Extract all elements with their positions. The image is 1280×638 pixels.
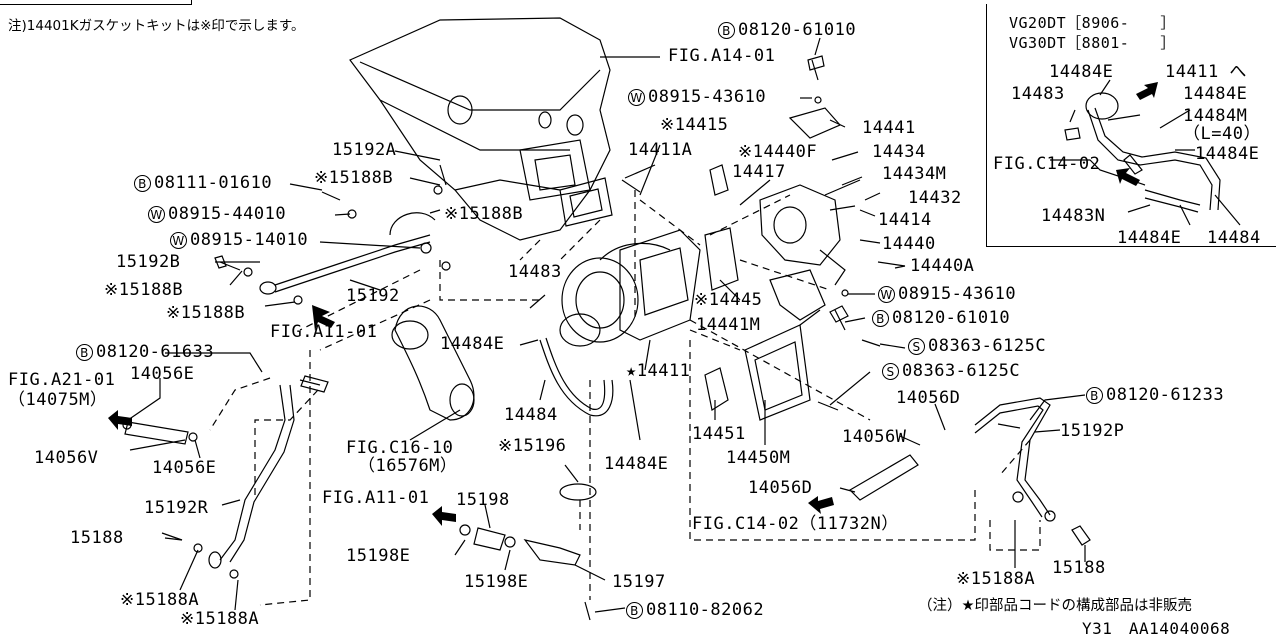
- label-fig-a11-01-a: FIG.A11-01: [270, 322, 378, 342]
- inset-part-14484E-b: 14484E: [1183, 84, 1248, 104]
- bolt-icon: B: [76, 344, 93, 361]
- label-part-15198E-2: 15198E: [464, 572, 529, 592]
- label-part-14484E-2: 14484E: [604, 454, 669, 474]
- label-part-15188A-1: ※15188A: [956, 569, 1036, 589]
- label-part-15188-1: 15188: [70, 528, 124, 548]
- label-part-14414: 14414: [878, 210, 932, 230]
- variant-inset: VG20DT［8906- ］ VG30DT［8801- ］ 14484E 144…: [986, 4, 1276, 247]
- inset-part-14484M-length: （L=40）: [1183, 124, 1261, 144]
- label-part-14056E-1: 14056E: [130, 364, 195, 384]
- inset-fig-c14-02: FIG.C14-02: [993, 154, 1101, 174]
- non-sale-note: （注）★印部品コードの構成部品は非販売: [918, 598, 1192, 614]
- label-part-14056D-1: 14056D: [896, 388, 961, 408]
- label-fig-a21-01: FIG.A21-01: [8, 370, 116, 390]
- inset-part-14484: 14484: [1207, 228, 1261, 248]
- label-fig-a14-01: FIG.A14-01: [668, 46, 776, 66]
- screw-icon: S: [882, 363, 899, 380]
- label-part-14432: 14432: [908, 188, 962, 208]
- label-part-15188A-3: ※15188A: [180, 609, 260, 629]
- label-part-14056W: 14056W: [842, 427, 907, 447]
- label-part-14411A: 14411A: [628, 140, 693, 160]
- washer-icon: W: [148, 206, 165, 223]
- figure-id: Y31 AA14040068: [1082, 619, 1231, 638]
- label-part-14445: ※14445: [694, 290, 763, 310]
- screw-icon: S: [908, 338, 925, 355]
- label-part-14440: 14440: [882, 234, 936, 254]
- gasket-kit-note: 注)14401Kガスケットキットは※印で示します。: [8, 18, 305, 34]
- washer-icon: W: [170, 232, 187, 249]
- label-part-15196: ※15196: [498, 436, 567, 456]
- label-part-14483: 14483: [508, 262, 562, 282]
- label-part-15192A: 15192A: [332, 140, 397, 160]
- label-part-15188A-2: ※15188A: [120, 590, 200, 610]
- label-part-15192R: 15192R: [144, 498, 209, 518]
- inset-part-14484E-c: 14484E: [1195, 144, 1260, 164]
- label-part-14451: 14451: [692, 424, 746, 444]
- label-part-14440F: ※14440F: [738, 142, 818, 162]
- label-part-14434: 14434: [872, 142, 926, 162]
- label-part-14440A: 14440A: [910, 256, 975, 276]
- label-part-15192B: 15192B: [116, 252, 181, 272]
- label-part-14056E-2: 14056E: [152, 458, 217, 478]
- label-fig-a11-01-b: FIG.A11-01: [322, 488, 430, 508]
- label-part-15188-2: 15188: [1052, 558, 1106, 578]
- bolt-icon: B: [872, 310, 889, 327]
- inset-part-14411: 14411 へ: [1165, 62, 1247, 82]
- label-part-14484E-1: 14484E: [440, 334, 505, 354]
- bolt-icon: B: [626, 602, 643, 619]
- inset-part-14483: 14483: [1011, 84, 1065, 104]
- label-part-14056V: 14056V: [34, 448, 99, 468]
- label-part-16576M: （16576M）: [358, 456, 458, 476]
- label-part-15188B-3: ※15188B: [104, 280, 184, 300]
- label-part-15198: 15198: [456, 490, 510, 510]
- label-part-14417: 14417: [732, 162, 786, 182]
- inset-part-14483N: 14483N: [1041, 206, 1106, 226]
- bolt-icon: B: [134, 175, 151, 192]
- inset-part-14484E-a: 14484E: [1049, 62, 1114, 82]
- inset-part-14484M: 14484M: [1183, 106, 1248, 126]
- label-part-15188B-1: ※15188B: [314, 168, 394, 188]
- label-part-14056D-2: 14056D: [748, 478, 813, 498]
- label-part-15192: 15192: [346, 286, 400, 306]
- label-part-15198E-1: 15198E: [346, 546, 411, 566]
- label-part-14411-star: ★14411: [626, 361, 691, 381]
- label-part-14450M: 14450M: [726, 448, 791, 468]
- label-part-14441M: 14441M: [696, 315, 761, 335]
- inset-model-line-1: VG20DT［8906- ］: [1009, 14, 1176, 32]
- label-part-14415: ※14415: [660, 115, 729, 135]
- label-part-15192P: 15192P: [1060, 421, 1125, 441]
- inset-part-14484E-d: 14484E: [1117, 228, 1182, 248]
- label-part-14434M: 14434M: [882, 164, 947, 184]
- label-part-14484: 14484: [504, 405, 558, 425]
- washer-icon: W: [878, 286, 895, 303]
- label-fig-c16-10: FIG.C16-10: [346, 438, 454, 458]
- label-part-15188B-4: ※15188B: [166, 303, 246, 323]
- bolt-icon: B: [1086, 387, 1103, 404]
- bolt-icon: B: [718, 22, 735, 39]
- label-part-15197: 15197: [612, 572, 666, 592]
- washer-icon: W: [628, 89, 645, 106]
- label-part-15188B-2: ※15188B: [444, 204, 524, 224]
- label-part-14075M: （14075M）: [8, 390, 108, 410]
- inset-model-line-2: VG30DT［8801- ］: [1009, 34, 1176, 52]
- label-part-14441: 14441: [862, 118, 916, 138]
- header-box: [0, 0, 192, 5]
- label-fig-c14-02-11732N: FIG.C14-02（11732N）: [692, 514, 899, 534]
